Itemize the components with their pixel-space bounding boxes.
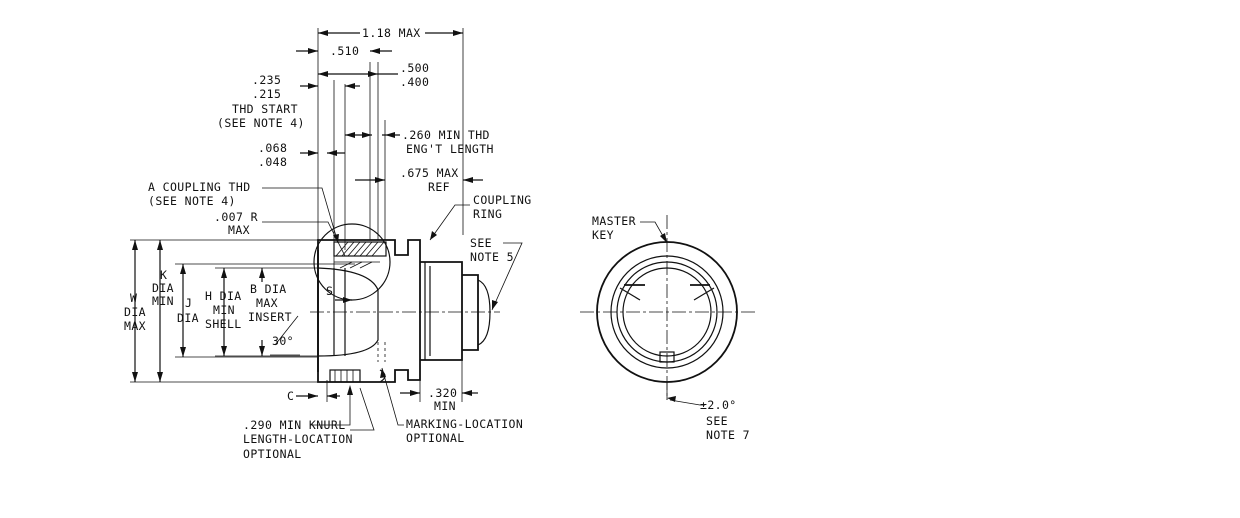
angle-label: 30° <box>272 334 294 348</box>
master-key-label-2: KEY <box>592 228 614 242</box>
dim-overall-label: 1.18 MAX <box>362 26 421 40</box>
c-label: C <box>287 389 294 403</box>
thd-start-label-1: .235 <box>252 73 281 87</box>
j-label-2: DIA <box>177 311 199 325</box>
see-note5-label-2: NOTE 5 <box>470 250 514 264</box>
dim-068-label: .068 <box>258 141 287 155</box>
side-view-labels: 1.18 MAX .510 .500 .400 .235 .215 THD ST… <box>124 26 532 461</box>
coupling-ring-label-2: RING <box>473 207 502 221</box>
master-key-label-1: MASTER <box>592 214 636 228</box>
k-label-3: MIN <box>152 294 174 308</box>
coupling-ring-label-1: COUPLING <box>473 193 532 207</box>
h-label-1: H DIA <box>205 289 242 303</box>
b-label-1: B DIA <box>250 282 287 296</box>
marking-label-2: OPTIONAL <box>406 431 465 445</box>
s-label: S <box>326 284 333 298</box>
end-view-labels: MASTER KEY ±2.0° SEE NOTE 7 <box>592 214 750 442</box>
dim-400-label: .400 <box>400 75 429 89</box>
knurl-label-1: .290 MIN KNURL <box>243 418 346 432</box>
dim-510-label: .510 <box>330 44 359 58</box>
w-label-2: DIA <box>124 305 146 319</box>
dim-675-label-2: REF <box>428 180 450 194</box>
thd-length-label-2: ENG'T LENGTH <box>406 142 494 156</box>
k-label-2: DIA <box>152 281 174 295</box>
radius-label-2: MAX <box>228 223 250 237</box>
dim-675-label-1: .675 MAX <box>400 166 459 180</box>
see-note7-label-1: SEE <box>706 414 728 428</box>
radius-label-1: .007 R <box>214 210 258 224</box>
w-label-1: W <box>130 291 137 305</box>
thd-start-label-2: .215 <box>252 87 281 101</box>
thd-length-label-1: .260 MIN THD <box>402 128 490 142</box>
coupling-thd-label-1: A COUPLING THD <box>148 180 251 194</box>
dim-500-label: .500 <box>400 61 429 75</box>
thd-start-label-3: THD START <box>232 102 298 116</box>
b-label-3: INSERT <box>248 310 292 324</box>
tolerance-label: ±2.0° <box>700 398 737 412</box>
knurl-label-3: OPTIONAL <box>243 447 302 461</box>
thd-start-label-4: (SEE NOTE 4) <box>217 116 305 130</box>
knurl-label-2: LENGTH-LOCATION <box>243 432 353 446</box>
b-label-2: MAX <box>256 296 278 310</box>
h-label-3: SHELL <box>205 317 242 331</box>
marking-label-1: MARKING-LOCATION <box>406 417 523 431</box>
see-note5-label-1: SEE <box>470 236 492 250</box>
dim-320-label-2: MIN <box>434 399 456 413</box>
see-note7-label-2: NOTE 7 <box>706 428 750 442</box>
h-label-2: MIN <box>213 303 235 317</box>
thread-hatch <box>334 241 385 269</box>
coupling-thd-label-2: (SEE NOTE 4) <box>148 194 236 208</box>
end-view <box>580 215 755 406</box>
dim-048-label: .048 <box>258 155 287 169</box>
side-view <box>130 28 523 431</box>
dim-320-label-1: .320 <box>428 386 457 400</box>
j-label-1: J <box>185 296 192 310</box>
w-label-3: MAX <box>124 319 146 333</box>
k-label-1: K <box>160 268 167 282</box>
